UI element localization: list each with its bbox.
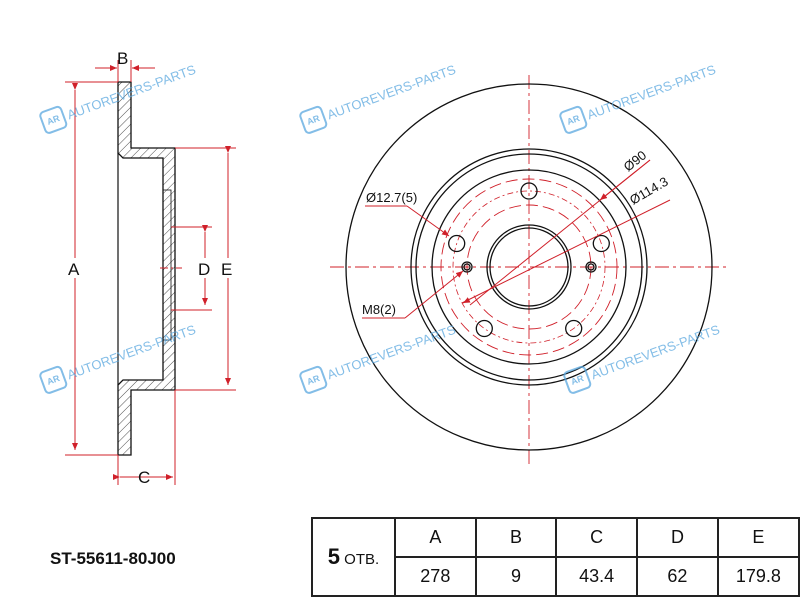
dim-label-c: C — [138, 468, 150, 487]
value-cell: 278 — [393, 556, 477, 597]
header-cell: D — [636, 517, 719, 558]
thread-label: M8(2) — [362, 302, 396, 317]
bolt-hole — [520, 182, 538, 200]
dim-label-e: E — [221, 260, 232, 279]
header-cell: C — [555, 517, 639, 558]
bolt-hole — [475, 319, 493, 338]
thread-hole — [461, 261, 473, 273]
bolt-hole-label: Ø12.7(5) — [366, 190, 417, 205]
side-view: A B C D E — [65, 49, 237, 487]
header-cell: B — [474, 517, 558, 558]
front-view: Ø12.7(5) M8(2) Ø90 Ø114.3 — [330, 75, 730, 465]
value-cell: 43.4 — [555, 556, 639, 597]
part-number: ST-55611-80J00 — [50, 549, 176, 568]
dimensions-table: 5 ОТВ. A B C D E 278 9 43.4 62 179.8 — [311, 517, 800, 597]
center-bore-label: Ø90 — [621, 147, 650, 174]
value-cell: 179.8 — [716, 556, 800, 597]
bolt-hole — [448, 234, 466, 253]
header-cell: A — [393, 517, 477, 558]
holes-count-cell: 5 ОТВ. — [311, 517, 396, 597]
value-cell: 62 — [636, 556, 719, 597]
header-cell: E — [716, 517, 800, 558]
bolt-hole — [592, 234, 610, 253]
bolt-hole — [565, 319, 583, 338]
dim-label-a: A — [68, 260, 80, 279]
dim-label-d: D — [198, 260, 210, 279]
thread-hole — [585, 261, 597, 273]
value-cell: 9 — [474, 556, 558, 597]
dim-label-b: B — [117, 49, 128, 68]
